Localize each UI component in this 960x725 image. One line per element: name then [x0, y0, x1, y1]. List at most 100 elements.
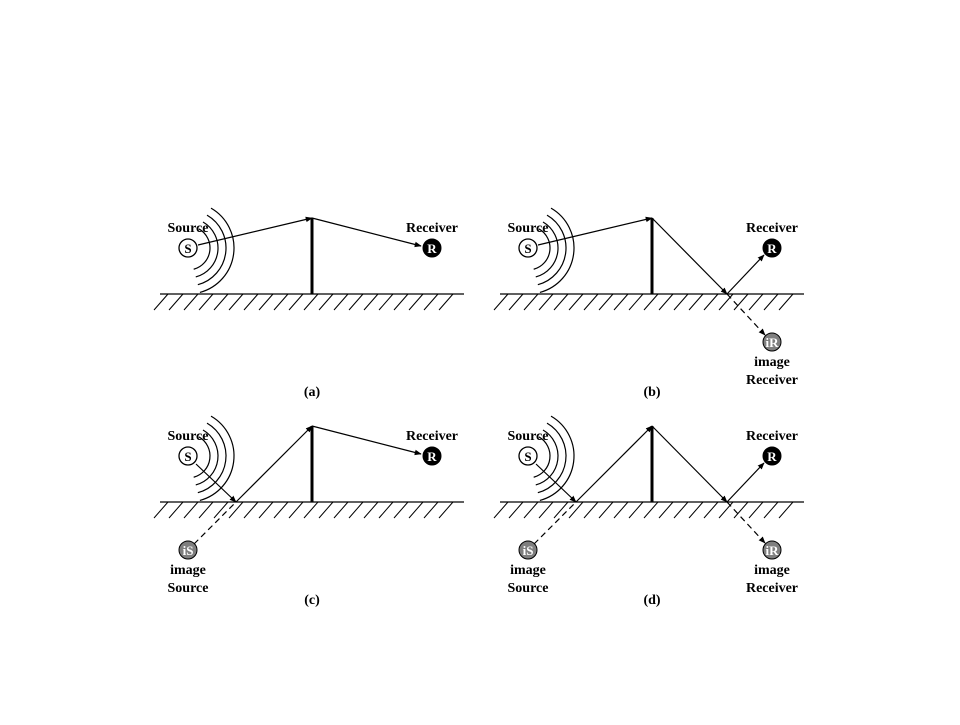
ground-hatch [658, 293, 674, 311]
image-receiver-ray [726, 501, 766, 544]
ground-hatch [333, 293, 349, 311]
ground-hatch [703, 293, 719, 311]
ground-hatch [213, 501, 229, 519]
receiver-node [422, 446, 442, 466]
ground-hatch [628, 293, 644, 311]
wavefront-arc [535, 429, 559, 486]
ground-hatch [153, 293, 169, 311]
ground-hatch [363, 501, 379, 519]
source-node [518, 238, 538, 258]
panel-caption: (b) [643, 385, 660, 400]
ground-hatch [523, 293, 539, 311]
ground-hatch [493, 501, 509, 519]
ground-hatch [438, 501, 454, 519]
image-receiver-ray [726, 293, 766, 336]
panel-caption: (a) [304, 385, 321, 400]
image-receiver-node [762, 540, 782, 560]
ground-hatch [183, 501, 199, 519]
ground [493, 293, 804, 311]
image-receiver-letter: iR [766, 543, 780, 558]
wavefront-arcs [193, 207, 235, 294]
wavefront-arc [193, 228, 211, 270]
ground-hatch [508, 293, 524, 311]
ground-hatch [538, 501, 554, 519]
ray-to-ground [195, 463, 237, 503]
ground-hatch [363, 293, 379, 311]
ground-hatch [243, 501, 259, 519]
image-source-ray [193, 501, 237, 545]
wavefront-arc [193, 436, 211, 478]
image-source-label: image [510, 563, 546, 578]
source-label: Source [168, 221, 209, 236]
ray-to-receiver [311, 425, 422, 456]
image-receiver-node [762, 332, 782, 352]
source-node [178, 238, 198, 258]
wavefront-arc [197, 422, 227, 494]
ray-to-barrier-top [575, 425, 653, 503]
image-receiver-letter: iR [766, 335, 780, 350]
receiver-letter: R [427, 449, 437, 464]
ground-hatch [643, 293, 659, 311]
ground-hatch [258, 501, 274, 519]
ground-hatch [718, 501, 734, 519]
ground-hatch [408, 501, 424, 519]
receiver-letter: R [427, 241, 437, 256]
receiver-node [762, 238, 782, 258]
ground-hatch [613, 501, 629, 519]
image-source-letter: iS [183, 543, 194, 558]
ground-hatch [438, 293, 454, 311]
ray-to-receiver [311, 217, 422, 248]
receiver-letter: R [767, 241, 777, 256]
ground-hatch [168, 293, 184, 311]
ground-hatch [348, 293, 364, 311]
ground-hatch [583, 501, 599, 519]
ground-hatch [628, 501, 644, 519]
wavefront-arc [197, 214, 227, 286]
ray-to-receiver [726, 462, 765, 503]
receiver-label: Receiver [746, 429, 798, 444]
image-receiver-label: image [754, 355, 790, 370]
source-label: Source [508, 429, 549, 444]
ground-hatch [553, 293, 569, 311]
ground-hatch [733, 501, 749, 519]
receiver-node [422, 238, 442, 258]
wavefront-arc [533, 436, 551, 478]
image-receiver-label: image [754, 563, 790, 578]
ground-hatch [748, 293, 764, 311]
ground-hatch [763, 501, 779, 519]
ground-hatch [598, 501, 614, 519]
wavefront-arc [533, 228, 551, 270]
ground-hatch [673, 501, 689, 519]
source-label: Source [168, 429, 209, 444]
ground-hatch [318, 501, 334, 519]
image-receiver-label: Receiver [746, 373, 798, 388]
ray-to-barrier-top [197, 216, 313, 246]
ground-hatch [393, 501, 409, 519]
ground-hatch [288, 501, 304, 519]
ground-hatch [673, 293, 689, 311]
receiver-label: Receiver [406, 429, 458, 444]
ray-to-barrier-top [537, 216, 653, 246]
ground [153, 501, 464, 519]
ground-hatch [658, 501, 674, 519]
ground [493, 501, 804, 519]
image-receiver-label: Receiver [746, 581, 798, 596]
ground-hatch [198, 501, 214, 519]
source-node [178, 446, 198, 466]
source-letter: S [524, 241, 531, 256]
ray-to-ground [651, 217, 728, 295]
wavefront-arcs [533, 415, 575, 502]
ground-hatch [243, 293, 259, 311]
ground-hatch [718, 293, 734, 311]
ground-hatch [568, 501, 584, 519]
ray-to-ground [651, 425, 728, 503]
image-source-label: image [170, 563, 206, 578]
ground [153, 293, 464, 311]
ground-hatch [643, 501, 659, 519]
receiver-node [762, 446, 782, 466]
image-source-node [518, 540, 538, 560]
receiver-label: Receiver [406, 221, 458, 236]
